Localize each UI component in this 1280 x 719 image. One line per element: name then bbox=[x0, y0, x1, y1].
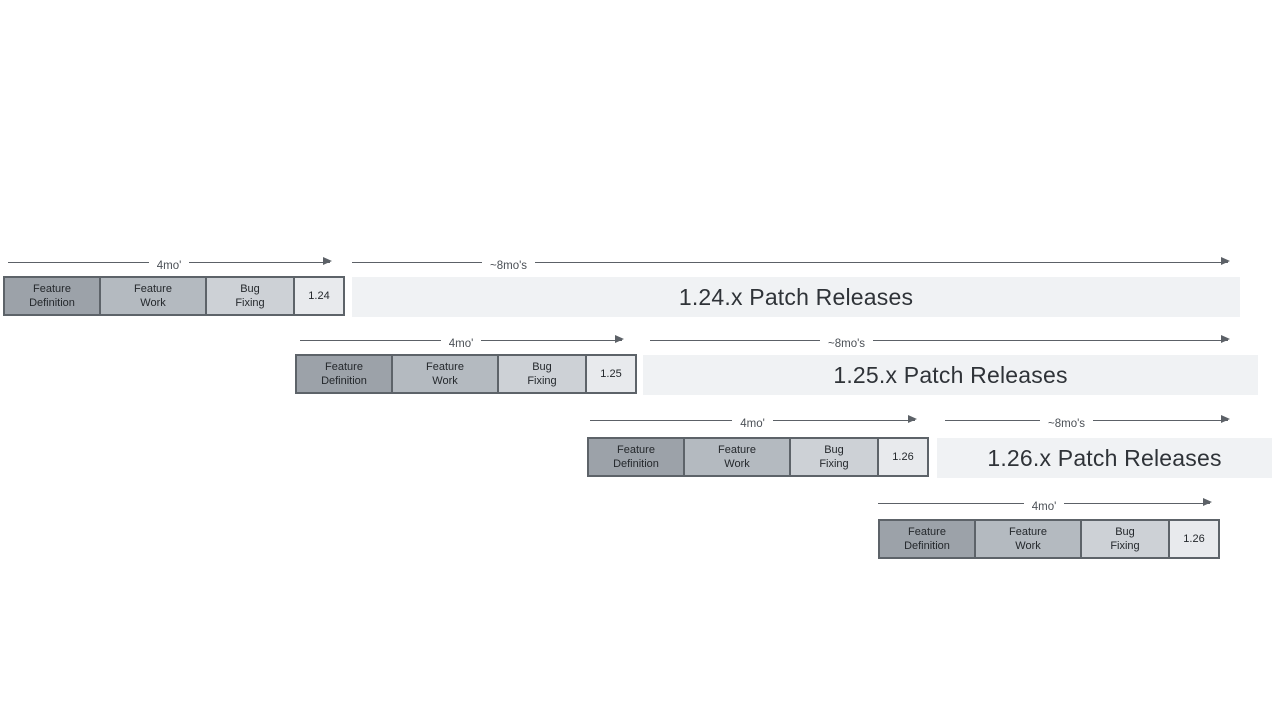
version-box: 1.24 bbox=[293, 276, 345, 316]
dev-duration-arrow: 4mo' bbox=[878, 495, 1212, 513]
feature-work-label: Feature Work bbox=[718, 443, 756, 470]
bug-fixing-label: Bug Fixing bbox=[1110, 525, 1140, 552]
feature-work-box: Feature Work bbox=[974, 519, 1082, 559]
patch-releases-bar: 1.26.x Patch Releases bbox=[937, 438, 1272, 478]
patch-releases-label: 1.24.x Patch Releases bbox=[678, 283, 914, 310]
feature-definition-label: Feature Definition bbox=[613, 443, 659, 470]
feature-definition-box: Feature Definition bbox=[295, 354, 393, 394]
patch-duration-arrow: ~8mo's bbox=[352, 254, 1230, 272]
patch-releases-label: 1.25.x Patch Releases bbox=[833, 361, 1068, 388]
dev-duration-label: 4mo' bbox=[156, 260, 182, 272]
dev-duration-label: 4mo' bbox=[448, 338, 474, 350]
arrow-line-segment bbox=[352, 261, 482, 263]
phase-boxes: Feature Definition Feature Work Bug Fixi… bbox=[587, 437, 929, 477]
arrowhead-icon bbox=[535, 257, 1230, 265]
version-label: 1.25 bbox=[600, 367, 622, 380]
feature-definition-label: Feature Definition bbox=[29, 282, 75, 309]
version-box: 1.26 bbox=[1168, 519, 1220, 559]
dev-duration-arrow: 4mo' bbox=[8, 254, 332, 272]
arrow-line-segment bbox=[300, 339, 441, 341]
bug-fixing-box: Bug Fixing bbox=[789, 437, 879, 477]
bug-fixing-label: Bug Fixing bbox=[235, 282, 265, 309]
patch-releases-bar: 1.24.x Patch Releases bbox=[352, 277, 1240, 317]
patch-releases-label: 1.26.x Patch Releases bbox=[987, 444, 1222, 471]
patch-duration-label: ~8mo's bbox=[490, 260, 528, 272]
feature-definition-box: Feature Definition bbox=[878, 519, 976, 559]
arrow-line-segment bbox=[8, 261, 149, 263]
version-box: 1.25 bbox=[585, 354, 637, 394]
version-label: 1.26 bbox=[892, 450, 914, 463]
feature-work-box: Feature Work bbox=[391, 354, 499, 394]
dev-duration-label: 4mo' bbox=[740, 418, 765, 430]
patch-duration-label: ~8mo's bbox=[1048, 418, 1086, 430]
phase-boxes: Feature Definition Feature Work Bug Fixi… bbox=[3, 276, 345, 316]
arrow-line-segment bbox=[945, 419, 1040, 421]
feature-definition-box: Feature Definition bbox=[3, 276, 101, 316]
arrow-line-segment bbox=[878, 502, 1024, 504]
dev-duration-arrow: 4mo' bbox=[300, 332, 624, 350]
phase-boxes: Feature Definition Feature Work Bug Fixi… bbox=[878, 519, 1220, 559]
bug-fixing-label: Bug Fixing bbox=[527, 360, 557, 387]
arrowhead-icon bbox=[873, 335, 1230, 343]
feature-work-label: Feature Work bbox=[426, 360, 464, 387]
bug-fixing-box: Bug Fixing bbox=[1080, 519, 1170, 559]
feature-definition-label: Feature Definition bbox=[904, 525, 950, 552]
version-box: 1.26 bbox=[877, 437, 929, 477]
arrowhead-icon bbox=[1064, 498, 1212, 506]
version-label: 1.24 bbox=[308, 289, 330, 302]
patch-duration-arrow: ~8mo's bbox=[945, 412, 1230, 430]
feature-work-box: Feature Work bbox=[99, 276, 207, 316]
version-label: 1.26 bbox=[1183, 532, 1205, 545]
feature-work-label: Feature Work bbox=[134, 282, 172, 309]
phase-boxes: Feature Definition Feature Work Bug Fixi… bbox=[295, 354, 637, 394]
feature-work-box: Feature Work bbox=[683, 437, 791, 477]
arrowhead-icon bbox=[189, 257, 332, 265]
bug-fixing-label: Bug Fixing bbox=[819, 443, 849, 470]
dev-duration-label: 4mo' bbox=[1031, 501, 1057, 513]
arrow-line-segment bbox=[650, 339, 820, 341]
dev-duration-arrow: 4mo' bbox=[590, 412, 918, 430]
bug-fixing-box: Bug Fixing bbox=[205, 276, 295, 316]
patch-releases-bar: 1.25.x Patch Releases bbox=[643, 355, 1258, 395]
feature-definition-label: Feature Definition bbox=[321, 360, 367, 387]
bug-fixing-box: Bug Fixing bbox=[497, 354, 587, 394]
feature-work-label: Feature Work bbox=[1009, 525, 1047, 552]
arrowhead-icon bbox=[481, 335, 624, 343]
arrowhead-icon bbox=[1093, 415, 1230, 423]
arrow-line-segment bbox=[590, 419, 733, 421]
patch-duration-label: ~8mo's bbox=[828, 338, 866, 350]
arrowhead-icon bbox=[772, 415, 918, 423]
patch-duration-arrow: ~8mo's bbox=[650, 332, 1230, 350]
feature-definition-box: Feature Definition bbox=[587, 437, 685, 477]
